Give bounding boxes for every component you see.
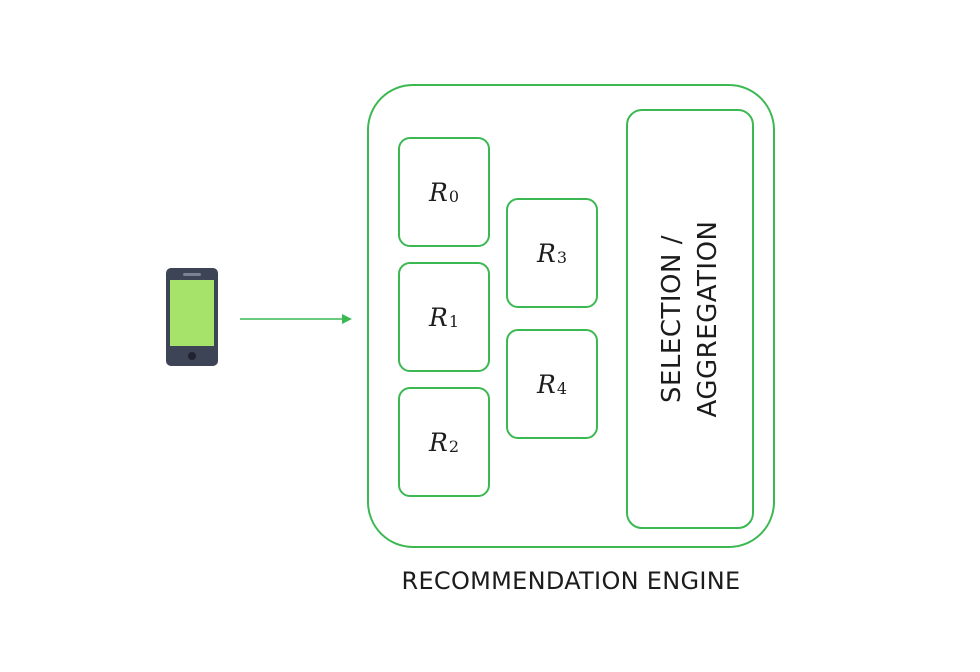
selection-label-line2: AGGREGATION: [693, 220, 723, 418]
recommender-subscript: 0: [448, 186, 459, 206]
recommender-subscript: 2: [448, 436, 459, 456]
recommender-subscript: 3: [556, 247, 567, 267]
recommender-symbol: R: [428, 427, 448, 457]
engine-label: RECOMMENDATION ENGINE: [401, 567, 741, 595]
recommender-symbol: R: [428, 302, 448, 332]
arrow-right-icon: [240, 314, 352, 324]
selection-label-line1: SELECTION /: [657, 235, 687, 403]
smartphone-icon: [166, 268, 218, 366]
recommender-subscript: 4: [556, 378, 567, 398]
recommender-symbol: R: [536, 238, 556, 268]
recommender-symbol: R: [428, 177, 448, 207]
recommender-subscript: 1: [448, 311, 459, 331]
recommendation-engine-container: [367, 84, 775, 548]
selection-aggregation-label: SELECTION / AGGREGATION: [654, 221, 726, 418]
recommender-symbol: R: [536, 369, 556, 399]
selection-aggregation-box: SELECTION / AGGREGATION: [626, 109, 754, 529]
